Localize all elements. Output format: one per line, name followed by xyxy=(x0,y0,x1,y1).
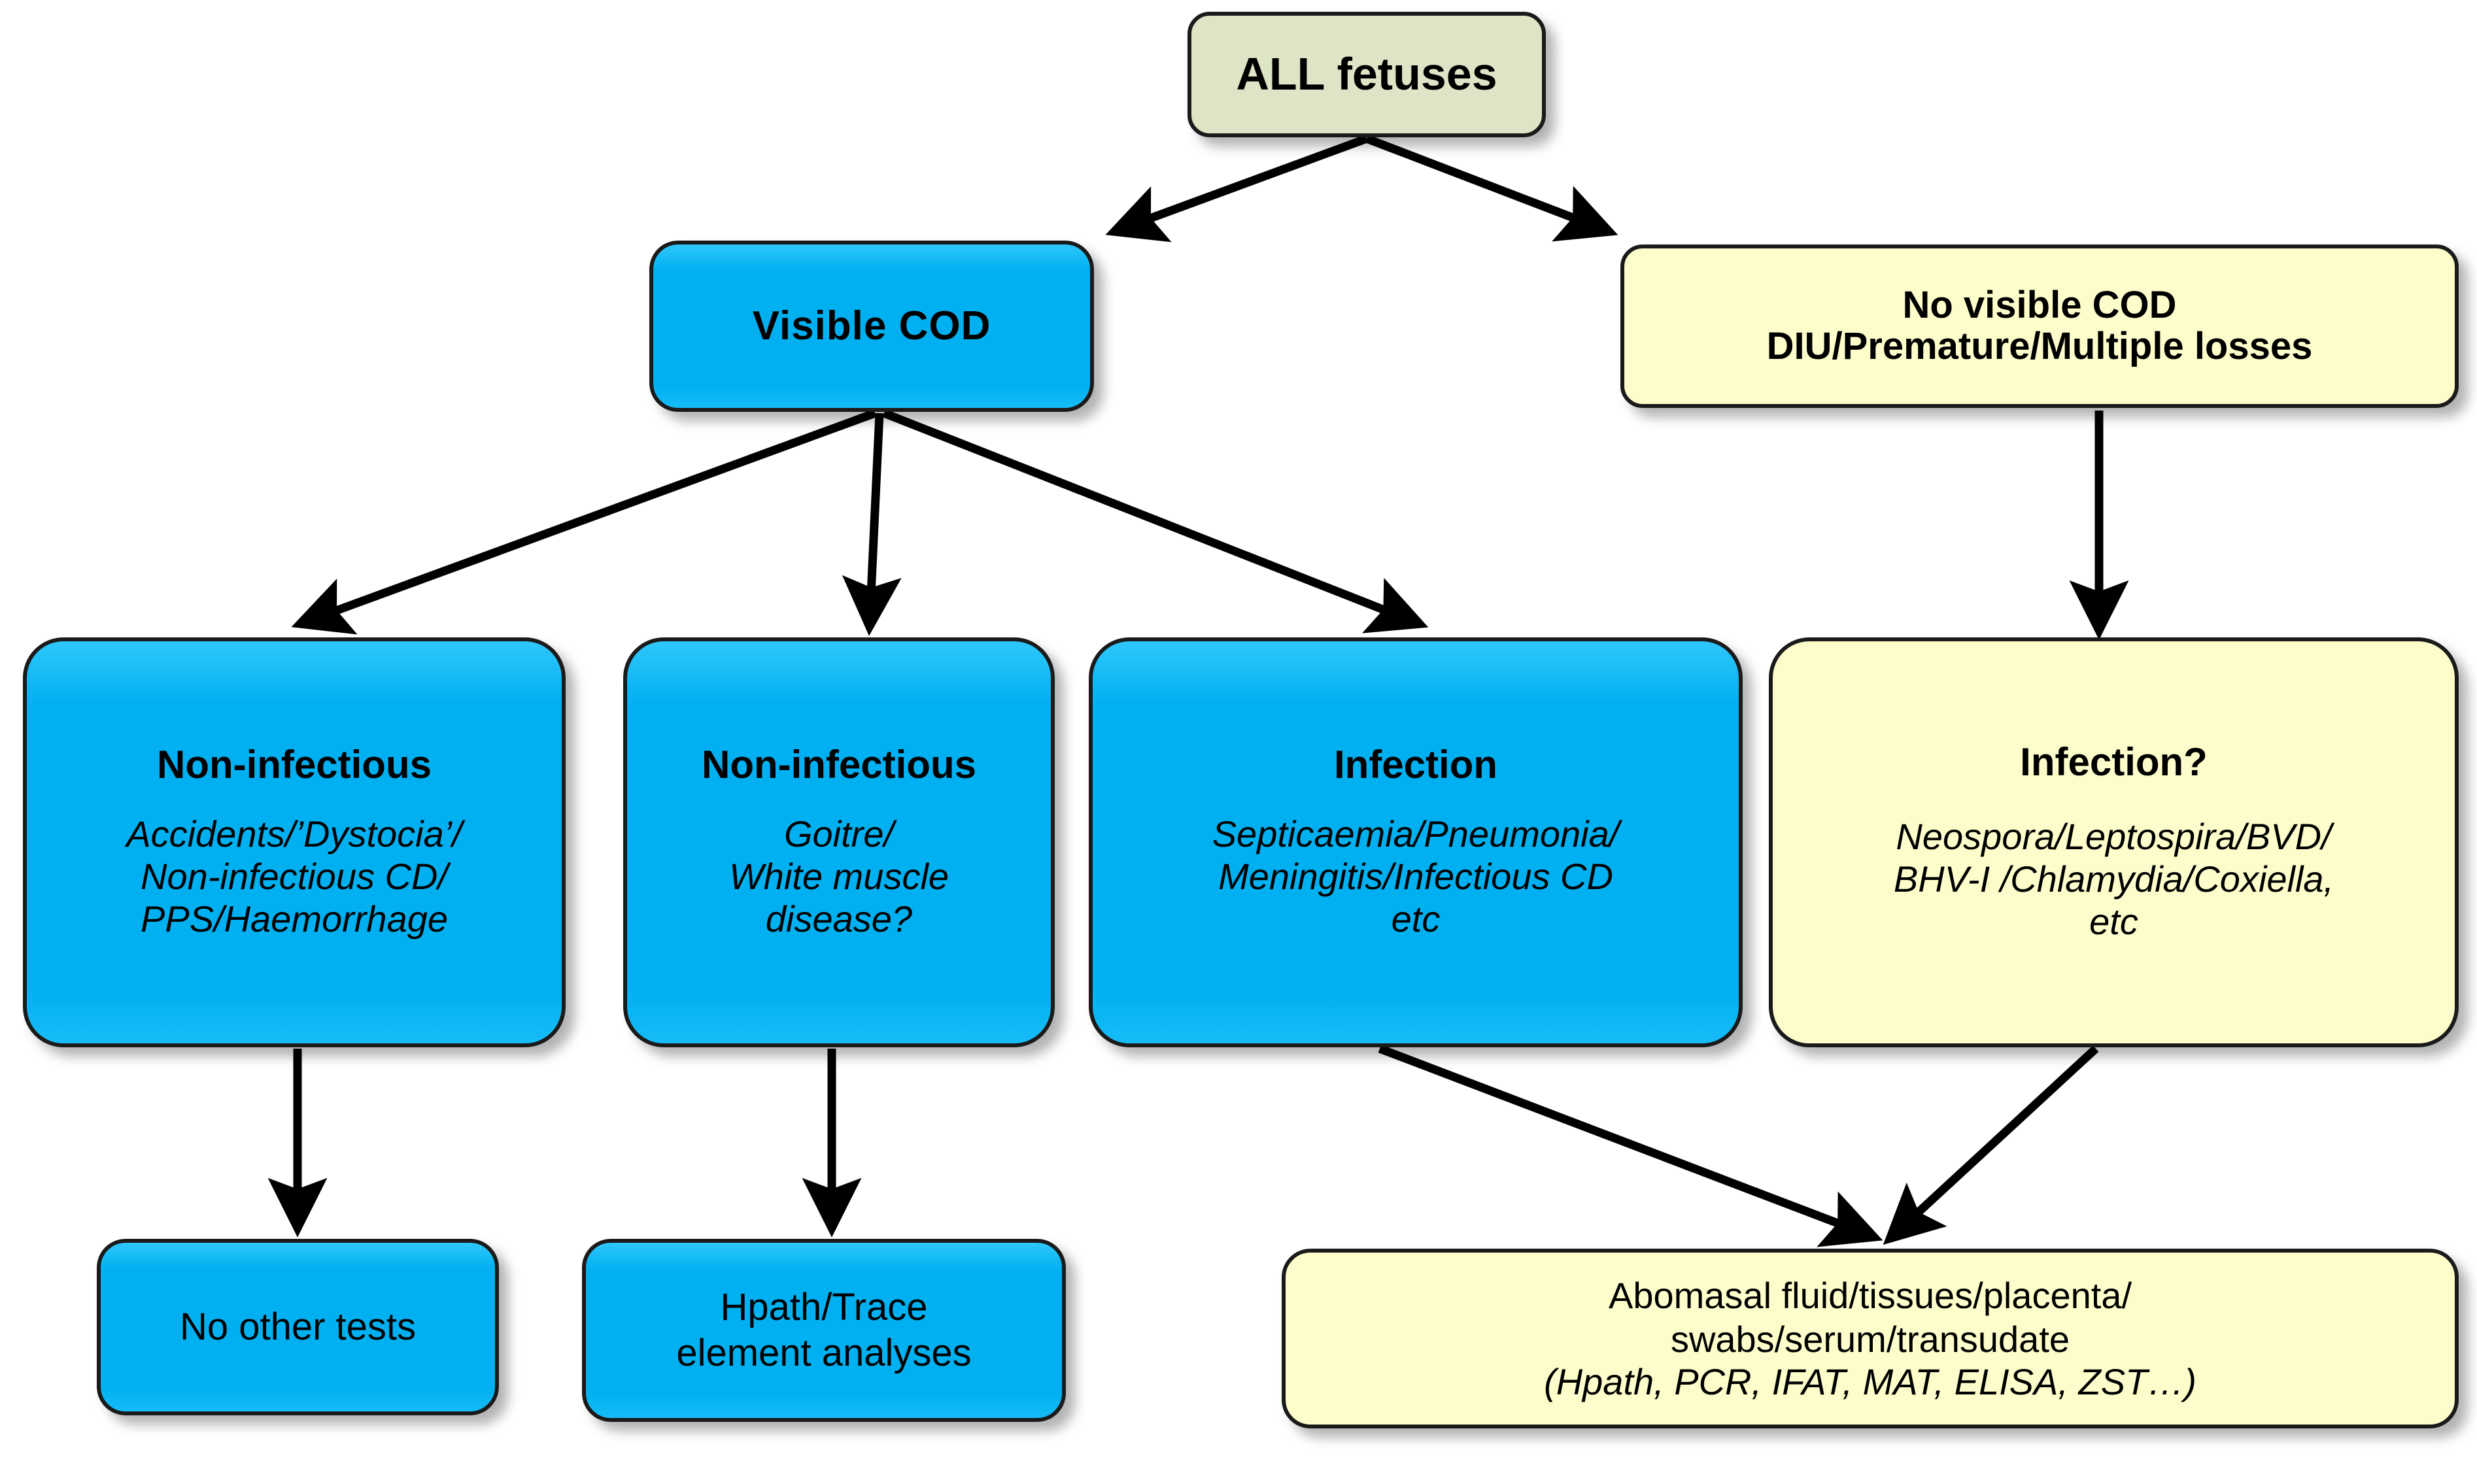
node-infection-question-title: Infection? xyxy=(2020,739,2208,784)
node-non-infectious-goitre-line1: Goitre/ xyxy=(783,813,895,855)
node-non-infectious-accidents-title: Non-infectious xyxy=(157,742,432,786)
node-infection-title: Infection xyxy=(1334,742,1497,786)
node-all-fetuses[interactable]: ALL fetuses xyxy=(1187,12,1546,137)
node-non-infectious-accidents-line1: Accidents/’Dystocia’/ xyxy=(126,813,462,855)
node-non-infectious-accidents-line2: Non-infectious CD/ xyxy=(141,856,448,898)
edge-infection-to-abomasal xyxy=(1378,1044,1883,1247)
node-abomasal-samples[interactable]: Abomasal fluid/tissues/placenta/ swabs/s… xyxy=(1282,1249,2459,1428)
node-visible-cod[interactable]: Visible COD xyxy=(649,241,1094,412)
node-infection[interactable]: Infection Septicaemia/Pneumonia/ Meningi… xyxy=(1089,637,1743,1047)
node-visible-cod-title: Visible COD xyxy=(752,303,991,348)
node-non-infectious-goitre-title: Non-infectious xyxy=(702,742,976,786)
node-abomasal-samples-line3: (Hpath, PCR, IFAT, MAT, ELISA, ZST…) xyxy=(1544,1361,2196,1403)
node-infection-question-line1: Neospora/Leptospira/BVD/ xyxy=(1896,816,2332,858)
node-infection-line2: Meningitis/Infectious CD xyxy=(1218,856,1613,898)
node-infection-question-line2: BHV-I /Chlamydia/Coxiella, xyxy=(1893,858,2334,900)
node-infection-line1: Septicaemia/Pneumonia/ xyxy=(1212,813,1620,855)
node-no-other-tests-line1: No other tests xyxy=(179,1306,417,1349)
node-infection-question-line3: etc xyxy=(2089,901,2138,943)
node-no-visible-cod-line1: No visible COD xyxy=(1902,284,2177,327)
edge-visible-to-noninfectious-b xyxy=(842,413,902,636)
node-no-other-tests[interactable]: No other tests xyxy=(97,1239,499,1415)
edge-all-to-visible xyxy=(1105,134,1369,243)
node-non-infectious-goitre-line2: White muscle xyxy=(728,856,949,898)
node-infection-question[interactable]: Infection? Neospora/Leptospira/BVD/ BHV-… xyxy=(1769,637,2459,1047)
edge-visible-to-infection xyxy=(882,409,1429,633)
node-no-visible-cod[interactable]: No visible COD DIU/Premature/Multiple lo… xyxy=(1620,245,2459,408)
node-no-visible-cod-line2: DIU/Premature/Multiple losses xyxy=(1766,325,2313,367)
node-hpath-trace-element-line1: Hpath/Trace xyxy=(720,1286,928,1329)
node-hpath-trace-element-line2: element analyses xyxy=(676,1332,972,1374)
node-infection-line3: etc xyxy=(1391,898,1441,940)
edge-infectionq-to-abomasal xyxy=(1883,1045,2099,1245)
node-hpath-trace-element[interactable]: Hpath/Trace element analyses xyxy=(582,1239,1066,1422)
node-non-infectious-goitre-line3: disease? xyxy=(765,898,913,940)
edge-visible-to-noninfectious-a xyxy=(291,409,877,635)
node-abomasal-samples-line2: swabs/serum/transudate xyxy=(1670,1319,2070,1360)
node-non-infectious-accidents-line3: PPS/Haemorrhage xyxy=(140,898,448,940)
node-all-fetuses-title: ALL fetuses xyxy=(1236,48,1497,100)
node-abomasal-samples-line1: Abomasal fluid/tissues/placenta/ xyxy=(1609,1274,2132,1316)
node-non-infectious-goitre[interactable]: Non-infectious Goitre/ White muscle dise… xyxy=(623,637,1055,1047)
node-non-infectious-accidents[interactable]: Non-infectious Accidents/’Dystocia’/ Non… xyxy=(23,637,566,1047)
edge-all-to-novisible xyxy=(1365,134,1618,242)
